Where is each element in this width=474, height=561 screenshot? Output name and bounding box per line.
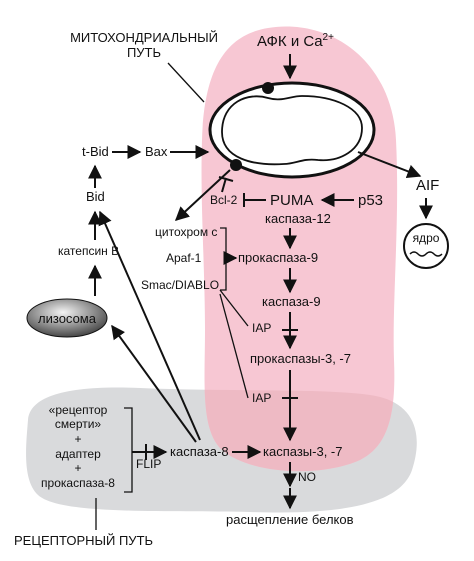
receptor-block-line3: + [74,432,81,446]
bid-label: Bid [86,189,105,204]
lysosome-icon: лизосома [26,298,108,338]
receptor-block-line4: адаптер [55,447,101,461]
cytochrome-c-label: цитохром c [155,225,217,239]
receptor-block-line2: смерти» [55,417,102,431]
no-label: NO [298,470,316,484]
bax-label: Bax [145,144,168,159]
procaspase9-label: прокаспаза-9 [238,250,318,265]
lysosome-label: лизосома [38,311,97,326]
receptor-block-line6: прокаспаза-8 [41,476,115,490]
aif-label: AIF [416,177,439,194]
p53-label: p53 [358,192,383,209]
mito-label-leader [167,62,205,103]
protein-cleavage-label: расщепление белков [226,512,354,527]
puma-label: PUMA [270,192,313,209]
afk-ca-label: АФК и Ca2+ [257,32,334,50]
bcl2-inhibits-mito [221,177,227,193]
receptor-block-bracket [124,407,133,493]
receptor-pathway-label: РЕЦЕПТОРНЫЙ ПУТЬ [14,533,153,548]
smac-to-iap1-line [219,289,249,327]
caspase8-to-bid-arrow [98,210,201,441]
caspase9-label: каспаза-9 [262,294,321,309]
inhibition-lines [145,176,298,460]
mitochondrial-pathway-label: МИТОХОНДРИАЛЬНЫЙ [70,30,218,45]
cytc-apaf-smac-bracket [220,227,227,291]
caspase12-label: каспаза-12 [265,211,331,226]
nucleus-icon: ядро [403,223,449,269]
flip-label: FLIP [136,457,161,471]
procaspases37-label: прокаспазы-3, -7 [250,351,351,366]
smac-to-iap2-line [219,293,249,399]
mito-to-aif-arrow [357,151,422,178]
mitochondrion-icon [208,81,376,179]
receptor-block-line5: + [74,461,81,475]
cathepsin-b-label: катепсин B [58,244,119,258]
mitochondrial-pathway-label-line2: ПУТЬ [127,45,161,60]
svg-text:ядро: ядро [413,231,440,245]
caspases37-label: каспазы-3, -7 [263,444,342,459]
smac-diablo-label: Smac/DIABLO [141,278,219,292]
tbid-label: t-Bid [82,144,109,159]
caspase8-label: каспаза-8 [170,444,229,459]
apaf1-label: Apaf-1 [166,251,202,265]
receptor-block-line1: «рецептор [49,403,108,417]
iap-label-2: IAP [252,391,271,405]
iap-label-1: IAP [252,321,271,335]
bcl2-label: Bcl-2 [210,193,238,207]
caspase8-to-lysosome-arrow [111,324,197,443]
